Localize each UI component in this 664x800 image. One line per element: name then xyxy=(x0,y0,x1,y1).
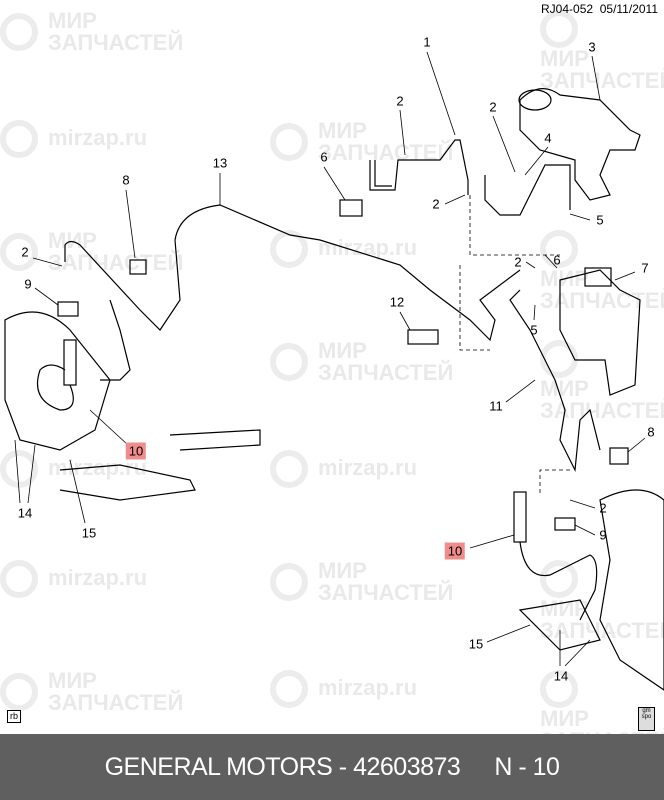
clip-8-right xyxy=(609,447,629,465)
brake-pipe-4 xyxy=(484,164,571,216)
brake-pipe-1 xyxy=(369,139,469,195)
callout-3: 3 xyxy=(588,39,596,55)
gm-spo-logo: gm spo xyxy=(638,707,655,731)
brake-pipe-13 xyxy=(64,204,521,342)
brake-modulator xyxy=(559,269,641,396)
callout-9: 9 xyxy=(24,276,32,292)
callout-5: 5 xyxy=(530,322,538,338)
drawing-header: RJ04-052 05/11/2011 xyxy=(541,2,658,16)
callout-2: 2 xyxy=(514,254,522,270)
clip-9-right xyxy=(554,517,576,531)
clip-8-left xyxy=(129,259,147,275)
callout-2: 2 xyxy=(599,500,607,516)
brake-hose-10-right xyxy=(513,491,527,543)
callout-2: 2 xyxy=(489,99,497,115)
front-knuckle-right xyxy=(599,489,664,691)
master-cylinder xyxy=(519,88,641,201)
callout-14: 14 xyxy=(553,668,569,684)
callout-2: 2 xyxy=(396,93,404,109)
callout-11: 11 xyxy=(489,398,503,414)
footer-page: N - 10 xyxy=(494,752,560,781)
brake-hose-10-left xyxy=(63,339,77,386)
callout-10: 10 xyxy=(444,542,466,560)
callout-15: 15 xyxy=(468,636,484,652)
footer-bar: GENERAL MOTORS - 42603873 N - 10 xyxy=(0,734,664,800)
callout-8: 8 xyxy=(647,424,655,440)
callout-6: 6 xyxy=(553,252,561,268)
clip-6-top xyxy=(339,199,363,217)
callout-4: 4 xyxy=(544,130,552,146)
rb-badge: rb xyxy=(7,710,22,723)
callout-9: 9 xyxy=(599,527,607,543)
callout-5: 5 xyxy=(596,212,604,228)
callout-13: 13 xyxy=(212,155,228,171)
callout-8: 8 xyxy=(122,172,130,188)
front-knuckle-left xyxy=(4,311,111,451)
callout-14: 14 xyxy=(17,505,33,521)
footer-title: GENERAL MOTORS - 42603873 xyxy=(104,752,461,781)
callout-2: 2 xyxy=(21,244,29,260)
callout-15: 15 xyxy=(81,525,97,541)
callout-7: 7 xyxy=(641,260,649,276)
callout-1: 1 xyxy=(423,34,431,50)
drawing-date: 05/11/2011 xyxy=(599,2,658,16)
callout-2: 2 xyxy=(432,196,440,212)
callout-12: 12 xyxy=(389,294,405,310)
clip-9-left xyxy=(57,301,79,317)
callout-10: 10 xyxy=(125,442,147,460)
callout-6: 6 xyxy=(320,149,328,165)
brake-line-diagram xyxy=(4,51,664,691)
brake-pipe-11 xyxy=(509,289,601,473)
clip-12 xyxy=(407,329,439,345)
drawing-code: RJ04-052 xyxy=(541,2,594,16)
